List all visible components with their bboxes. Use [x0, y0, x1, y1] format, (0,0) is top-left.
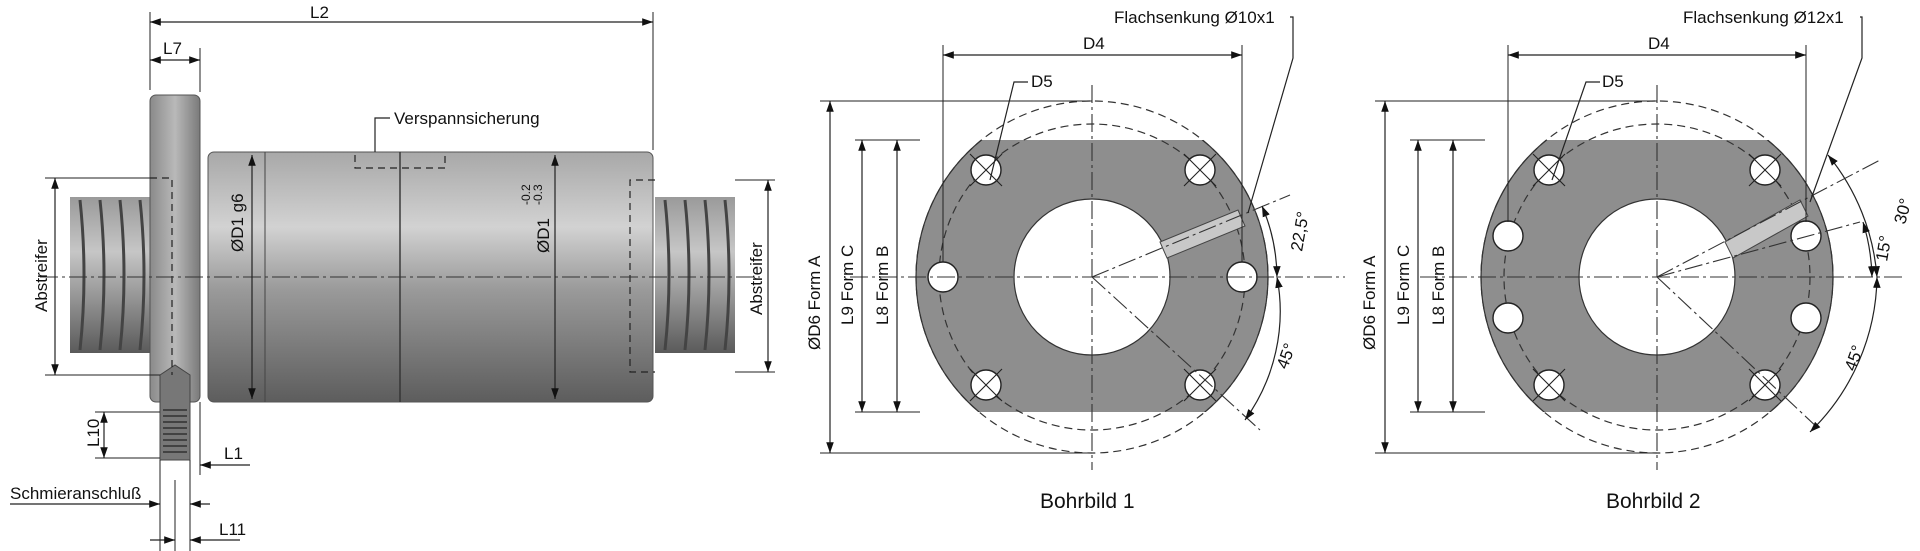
countersink-leader-2: [1809, 16, 1863, 203]
dim-label-d1tol: ØD1: [534, 218, 553, 253]
dim-label-d6-2: ØD6 Form A: [1360, 255, 1379, 350]
preload-leader: [374, 117, 390, 152]
holes-2: [1492, 153, 1822, 402]
left-screw-shaft: [70, 197, 152, 353]
angle-arc-22-5: [1261, 205, 1281, 278]
dim-label-d4-1: D4: [1083, 34, 1105, 53]
lube-bore-2: [1724, 199, 1809, 259]
dim-label-l1: L1: [224, 444, 243, 463]
hole-pattern-2: D4 D5 Flachsenkung Ø12x1 ØD6 Form A L9 F…: [1360, 8, 1916, 513]
angle-label-45-2: 45°: [1841, 343, 1868, 374]
dim-label-l8-2: L8 Form B: [1429, 246, 1448, 325]
mount-hole: [1790, 220, 1822, 252]
label-wiper-right: Abstreifer: [747, 242, 766, 315]
dim-label-l8-1: L8 Form B: [873, 246, 892, 325]
dim-label-d1tol-lower: -0.3: [531, 184, 545, 205]
dim-label-l7: L7: [163, 39, 182, 58]
hole-pattern-1: D4 D5 Flachsenkung Ø10x1 ØD6 Form A L9 F…: [805, 8, 1345, 513]
dim-label-l9-1: L9 Form C: [838, 245, 857, 325]
preload-notch: [354, 155, 446, 169]
caption-pattern-1: Bohrbild 1: [1040, 490, 1135, 513]
dim-label-l2: L2: [310, 3, 329, 22]
label-countersink-2: Flachsenkung Ø12x1: [1683, 8, 1844, 27]
side-view: L2 L7 Verspannsicherung ØD1 g6 ØD1 -0.2 …: [10, 3, 775, 551]
dim-label-d1tol-upper: -0.2: [519, 184, 533, 205]
countersink-leader-1: [1247, 16, 1294, 214]
angle-arc-15: [1862, 221, 1876, 278]
d5-leader-2: [1551, 81, 1600, 181]
angle-arc-45-2: [1809, 276, 1881, 433]
label-wiper-left: Abstreifer: [32, 239, 51, 312]
angle-label-22-5: 22,5°: [1287, 210, 1313, 253]
label-lube-connection: Schmieranschluß: [10, 484, 141, 503]
dim-label-d6-1: ØD6 Form A: [805, 255, 824, 350]
angle-label-30: 30°: [1891, 196, 1916, 226]
mount-hole: [1492, 302, 1524, 334]
mount-hole: [1790, 302, 1822, 334]
dim-label-l9-2: L9 Form C: [1394, 245, 1413, 325]
label-preload-lock: Verspannsicherung: [394, 109, 540, 128]
angle-arc-45-1: [1244, 276, 1283, 421]
label-countersink-1: Flachsenkung Ø10x1: [1114, 8, 1275, 27]
angle-label-15: 15°: [1872, 234, 1895, 263]
lube-bore-1: [1159, 209, 1246, 259]
right-wiper-hidden: [629, 179, 655, 373]
dim-label-d4-2: D4: [1648, 34, 1670, 53]
dim-label-d5-1: D5: [1031, 72, 1053, 91]
lube-port: [159, 364, 191, 461]
angle-arc-30: [1827, 154, 1880, 278]
dim-label-l10: L10: [84, 419, 103, 447]
caption-pattern-2: Bohrbild 2: [1606, 490, 1701, 513]
right-screw-shaft: [655, 197, 735, 353]
d5-leader-1: [989, 81, 1028, 181]
flange: [149, 94, 201, 403]
dim-label-l11: L11: [219, 520, 246, 539]
dim-label-d1g6: ØD1 g6: [228, 193, 247, 252]
dim-label-d5-2: D5: [1602, 72, 1624, 91]
mount-hole: [1492, 220, 1524, 252]
